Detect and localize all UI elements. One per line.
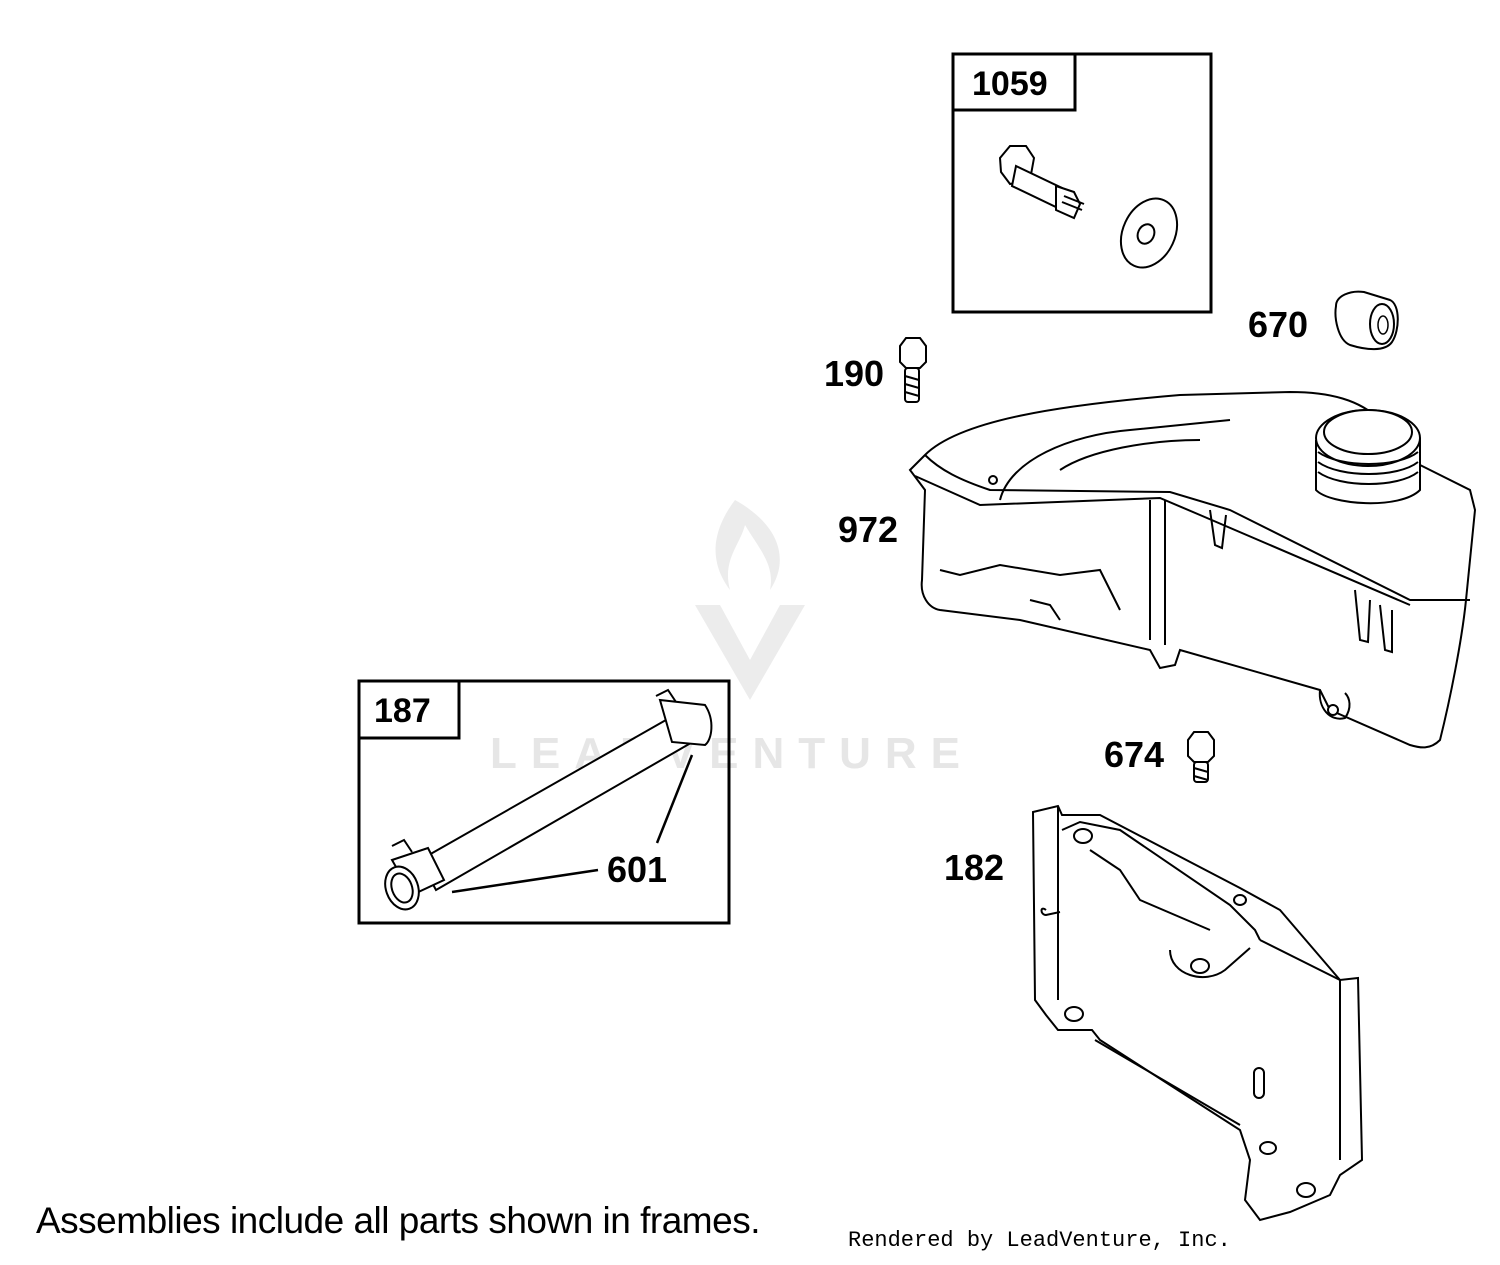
- callout-972[interactable]: 972: [838, 509, 898, 550]
- render-credit: Rendered by LeadVenture, Inc.: [848, 1228, 1231, 1253]
- callout-601[interactable]: 601: [607, 849, 667, 890]
- frame-label-187: 187: [374, 692, 431, 730]
- callout-674[interactable]: 674: [1104, 734, 1164, 775]
- washer-part: [1119, 197, 1179, 269]
- bushing-part-670[interactable]: [1334, 290, 1399, 351]
- bolt-part-190[interactable]: [899, 337, 927, 403]
- callout-190[interactable]: 190: [824, 353, 884, 394]
- shoulder-bolt-part: [998, 145, 1085, 220]
- watermark-text: LEADVENTURE: [490, 729, 974, 778]
- leadventure-watermark: LEADVENTURE: [490, 500, 974, 778]
- callout-182[interactable]: 182: [944, 847, 1004, 888]
- leader-line-601-a: [451, 868, 599, 894]
- fuel-tank-part-972[interactable]: [908, 390, 1477, 749]
- frame-187[interactable]: 187 601: [357, 679, 731, 925]
- callout-670[interactable]: 670: [1248, 304, 1308, 345]
- frame-label-1059: 1059: [972, 65, 1048, 103]
- fuel-hose-part: [384, 688, 713, 911]
- bracket-part-182[interactable]: [1031, 804, 1364, 1222]
- bolt-part-674[interactable]: [1187, 731, 1215, 783]
- frame-1059[interactable]: 1059: [951, 52, 1213, 314]
- leader-line-601-b: [655, 754, 694, 844]
- assemblies-note: Assemblies include all parts shown in fr…: [36, 1200, 761, 1241]
